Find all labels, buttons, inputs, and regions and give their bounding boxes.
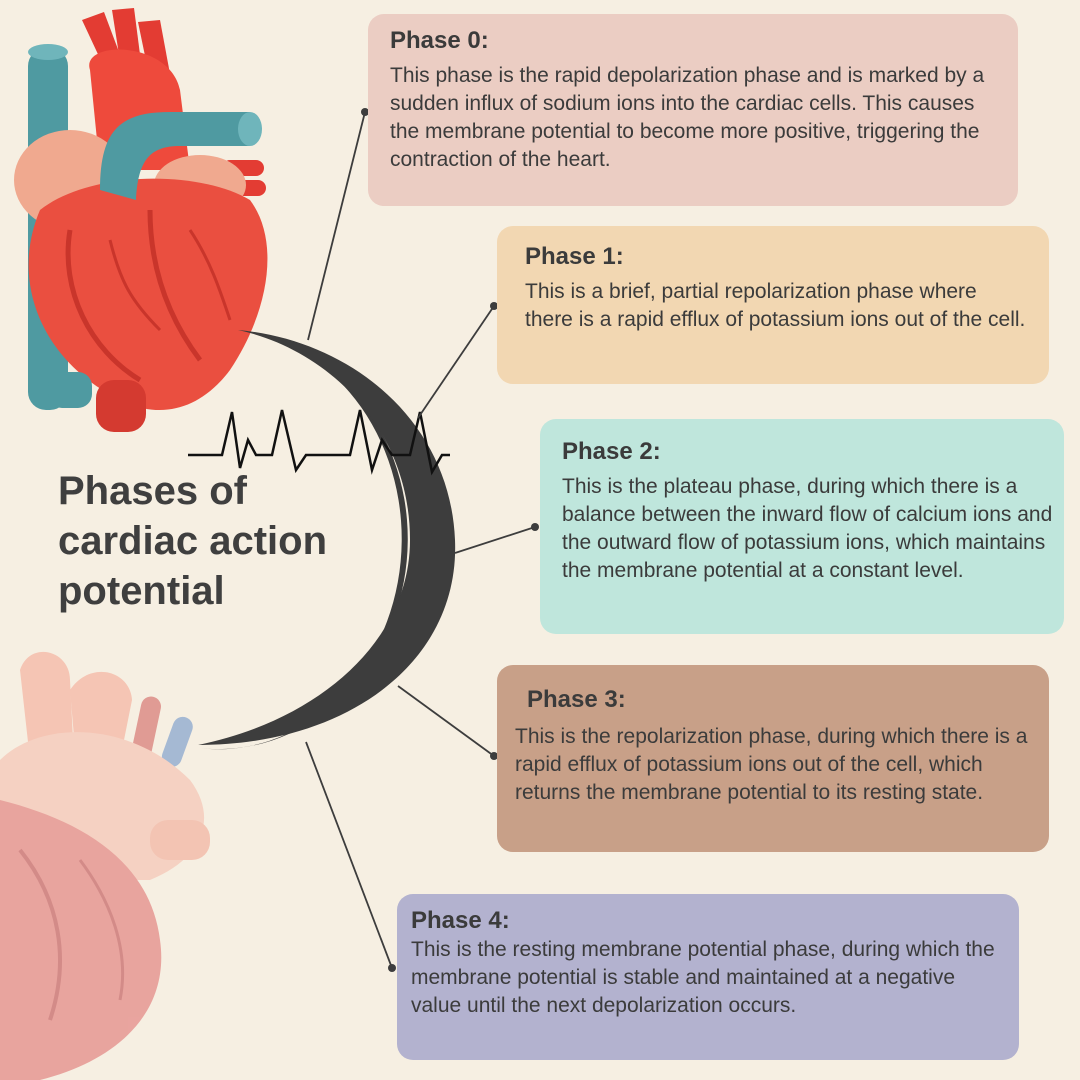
connector-lines [305, 111, 536, 969]
phase-0-text: This phase is the rapid depolarization p… [390, 64, 985, 171]
phase-4-label: Phase 4: [411, 907, 510, 934]
faded-heart-icon [0, 651, 210, 1080]
title-line-2: cardiac action [58, 519, 328, 563]
anatomical-heart-icon [14, 8, 268, 432]
phase-2-text: This is the plateau phase, during which … [562, 475, 1053, 582]
phase-2-label: Phase 2: [562, 438, 661, 465]
phase-3-text: This is the repolarization phase, during… [515, 725, 1028, 804]
phase-0-label: Phase 0: [390, 27, 489, 54]
diagram-title: Phases of cardiac action potential [58, 466, 388, 616]
phase-1-label: Phase 1: [525, 243, 624, 270]
title-line-1: Phases of [58, 469, 247, 513]
title-line-3: potential [58, 569, 225, 613]
ecg-wave-icon [188, 409, 450, 476]
connector-dots [361, 108, 539, 972]
phase-3-card: Phase 3: This is the repolarization phas… [497, 665, 1049, 852]
phase-arc-fill [198, 330, 456, 745]
phase-1-text: This is a brief, partial repolarization … [525, 280, 1026, 331]
phase-2-card: Phase 2: This is the plateau phase, duri… [540, 419, 1064, 634]
phase-1-card: Phase 1: This is a brief, partial repola… [497, 226, 1049, 384]
phase-0-card: Phase 0: This phase is the rapid depolar… [368, 14, 1018, 206]
phase-4-text: This is the resting membrane potential p… [411, 938, 995, 1017]
phase-3-label: Phase 3: [527, 686, 626, 713]
phase-4-card: Phase 4: This is the resting membrane po… [397, 894, 1019, 1060]
